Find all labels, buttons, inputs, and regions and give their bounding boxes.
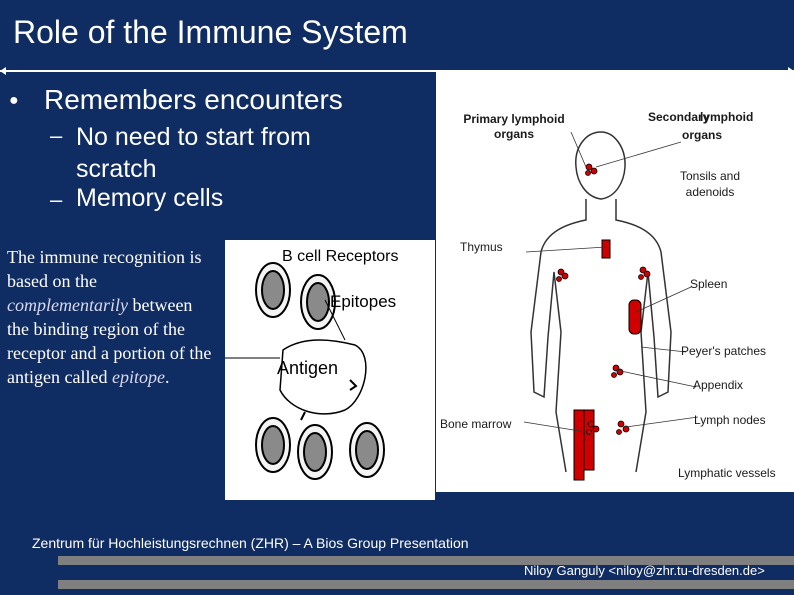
thymus (601, 239, 611, 259)
label-appendix: Appendix (693, 378, 744, 392)
label-secondary: Secondary (648, 110, 710, 124)
antigen-shape (279, 339, 367, 415)
bone-marrow (583, 409, 595, 471)
bone-marrow (573, 409, 585, 481)
organ-pointer-lines (523, 131, 699, 433)
label-lymphoid: lymphoid (700, 110, 754, 124)
b-cell (300, 274, 336, 330)
sub-bullet-1: No need to start from scratch (76, 123, 311, 183)
label-organs: organs (682, 128, 723, 142)
label-spleen: Spleen (690, 277, 728, 291)
label-antigen: Antigen (277, 358, 339, 378)
title-divider (0, 70, 794, 72)
b-cell (349, 422, 385, 478)
receptor (300, 411, 306, 421)
label-tonsils-adenoids: Tonsils and adenoids (679, 169, 741, 199)
label-primary-lymphoid-organs: Primary lymphoid organs (463, 112, 565, 141)
footer-author: Niloy Ganguly <niloy@zhr.tu-dresden.de> (524, 563, 765, 578)
label-lymph-nodes: Lymph nodes (694, 413, 766, 427)
divider-right-arrow (788, 67, 794, 75)
label-bone-marrow: Bone marrow (440, 417, 512, 431)
spleen (628, 299, 642, 335)
footer-text: Zentrum für Hochleistungsrechnen (ZHR) –… (32, 535, 469, 551)
b-cell (255, 417, 291, 473)
paragraph-text-3: . (164, 367, 170, 387)
sub-bullet-dash-2: – (50, 187, 63, 212)
recognition-paragraph: The immune recognition is based on the c… (7, 245, 217, 389)
bullet-remembers-encounters: Remembers encounters (44, 84, 343, 115)
label-epitopes: Epitopes (330, 292, 397, 311)
footer-bar-bottom (58, 580, 794, 589)
paragraph-emphasis-epitope: epitope (111, 367, 165, 387)
bcell-diagram-graphic (225, 240, 435, 500)
label-thymus: Thymus (460, 240, 503, 254)
slide-title: Role of the Immune System (13, 14, 408, 50)
sub-bullet-2: Memory cells (76, 184, 224, 212)
b-cell (255, 262, 291, 318)
lymphoid-organ-panel: Primary lymphoid organs Secondary lympho… (436, 72, 794, 492)
receptor (349, 379, 358, 391)
label-b-cell-receptors: B cell Receptors (282, 248, 399, 265)
epitope-pointer (324, 299, 346, 341)
paragraph-emphasis-complementarily: complementarily (7, 295, 128, 315)
paragraph-text-1: The immune recognition is based on the (7, 247, 202, 291)
sub-bullet-dash-1: – (50, 123, 63, 148)
divider-left-arrow (0, 67, 6, 75)
bullet-dot: ● (9, 92, 19, 109)
paragraph-text-2: between the binding region of the recept… (7, 295, 212, 387)
lymph-node-cluster (556, 163, 651, 435)
footer-bar (58, 556, 794, 565)
label-lymphatic-vessels: Lymphatic vessels (678, 466, 776, 480)
label-peyers-patches: Peyer's patches (681, 344, 767, 358)
body-silhouette (523, 131, 699, 481)
bcell-diagram: B cell Receptors Epitopes Antigen (225, 240, 435, 500)
b-cell (297, 424, 333, 480)
